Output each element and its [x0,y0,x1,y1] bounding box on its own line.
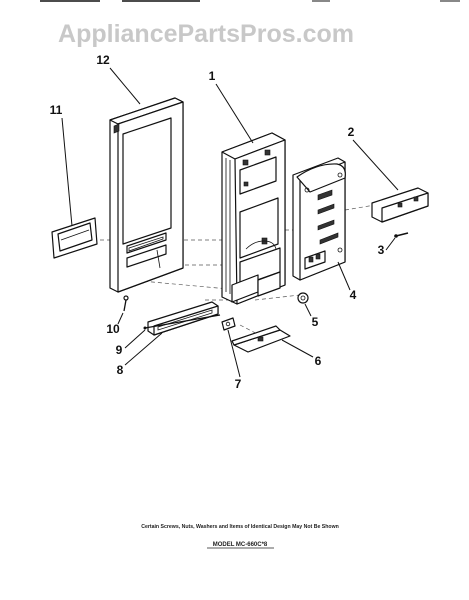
watermark-text: AppliancePartsPros.com [58,20,354,48]
part-7-clip [221,317,236,331]
callout-11: 11 [50,103,63,117]
callout-9: 9 [116,343,123,357]
callout-8: 8 [117,363,124,377]
part-1-control-bracket [221,132,286,305]
part-12-door-panel [109,97,184,293]
part-5-grommet [297,292,309,304]
part-11-small-panel [51,217,98,259]
model-label: MODEL MC-660C*8 [213,542,268,548]
part-4-circuit-board [292,157,346,281]
callout-7: 7 [235,377,242,391]
part-10-screw [123,295,129,312]
part-8-handle [147,301,219,336]
footnote-text: Certain Screws, Nuts, Washers and Items … [141,524,339,530]
part-2-bracket [371,187,429,223]
part-6-lower-bracket [231,325,291,353]
callout-2: 2 [348,125,355,139]
callout-4: 4 [350,288,357,302]
callout-numbers: 12 11 1 2 3 4 5 6 7 8 9 10 [50,53,385,391]
callout-3: 3 [378,243,385,257]
part-3-screw [394,232,409,238]
callout-5: 5 [312,315,319,329]
callout-1: 1 [209,69,216,83]
callout-12: 12 [96,53,110,67]
leader-lines [61,67,399,378]
callout-6: 6 [315,354,322,368]
callout-10: 10 [106,322,120,336]
part-9-rod [143,314,221,330]
